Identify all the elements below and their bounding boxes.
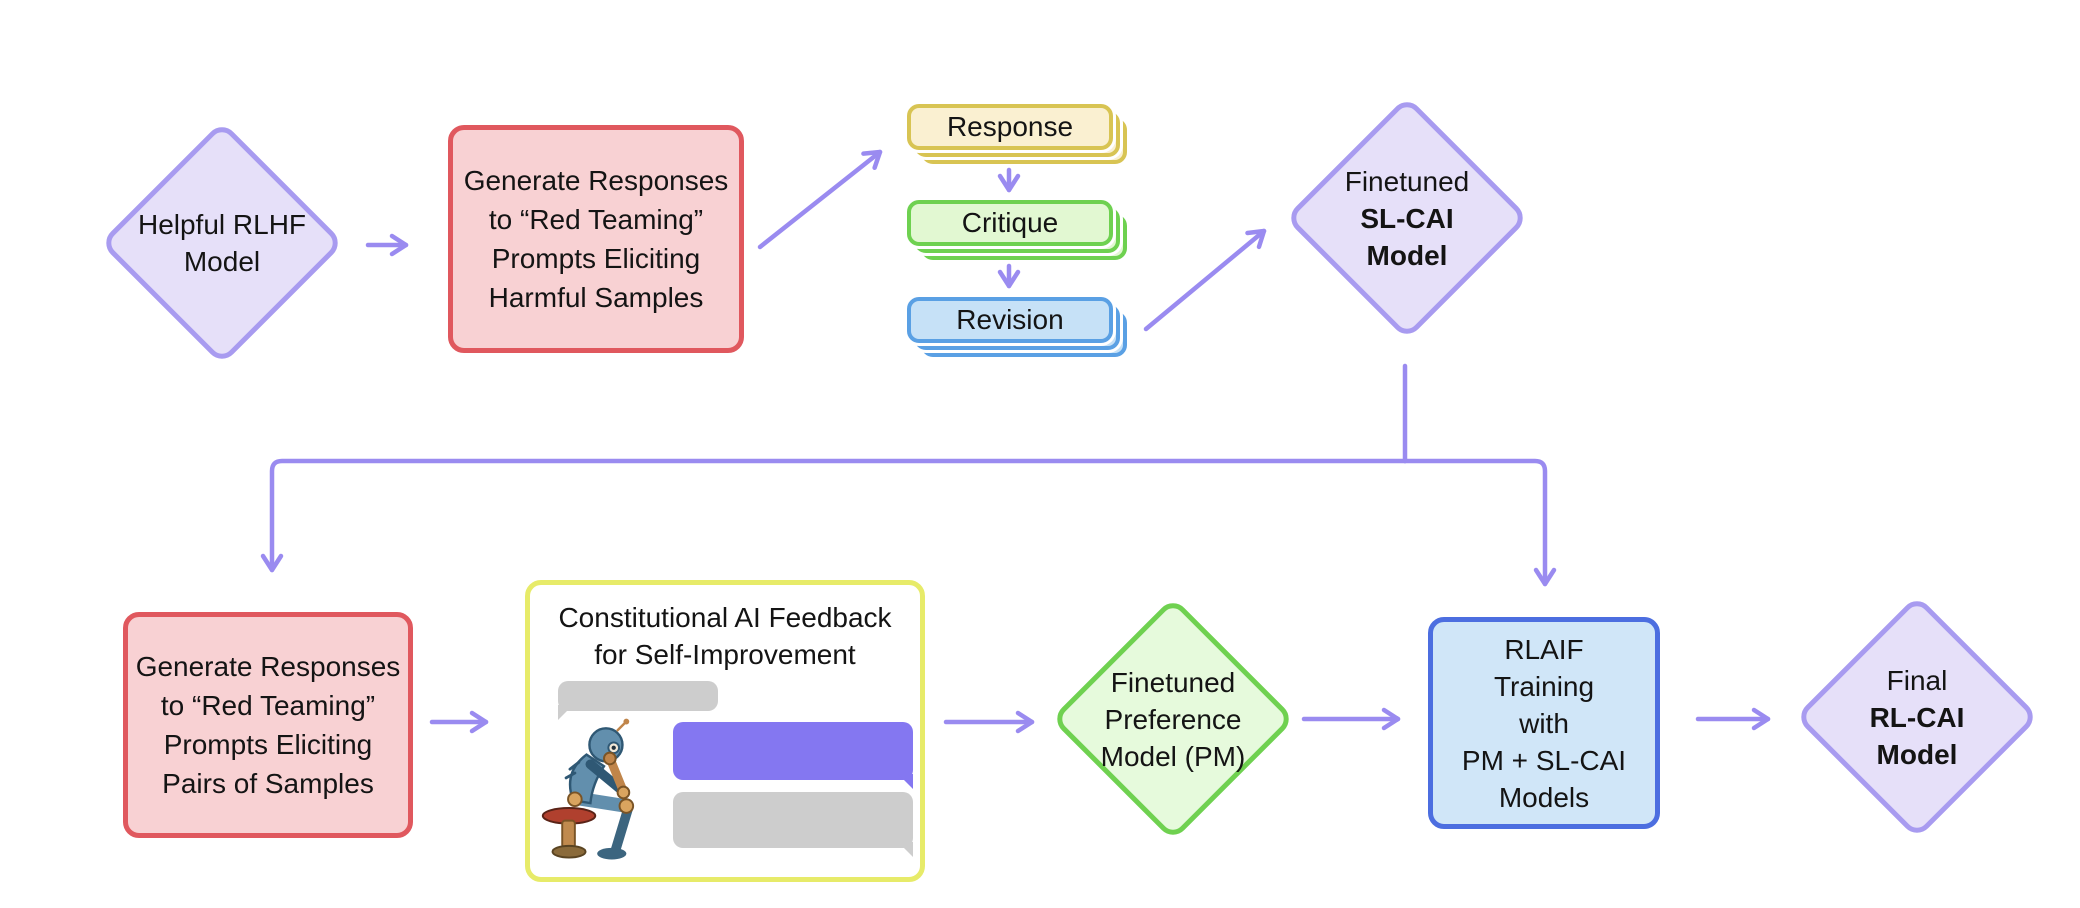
revision-card-label: Revision bbox=[956, 304, 1064, 335]
response-card-stack: Response bbox=[907, 104, 1131, 168]
chat-bubble-feedback-purple bbox=[673, 722, 913, 780]
generate-pairs-of-samples-box: Generate Responses to “Red Teaming” Prom… bbox=[123, 612, 413, 838]
chat-bubble-revision-gray bbox=[673, 792, 913, 848]
generate-harmful-samples-box: Generate Responses to “Red Teaming” Prom… bbox=[448, 125, 744, 353]
label-line: Prompts Eliciting bbox=[491, 243, 701, 274]
label-line: RL-CAI bbox=[1869, 701, 1965, 733]
label-line: RLAIF bbox=[1504, 633, 1584, 665]
revision-card: Revision bbox=[907, 297, 1113, 343]
critique-card-label: Critique bbox=[961, 207, 1059, 238]
revision-card-stack: Revision bbox=[907, 297, 1131, 361]
critique-card: Critique bbox=[907, 200, 1113, 246]
sl-cai-model-label: Finetuned SL-CAI Model bbox=[1291, 102, 1523, 334]
preference-model-diamond: Finetuned Preference Model (PM) bbox=[1050, 596, 1296, 842]
preference-model-label: Finetuned Preference Model (PM) bbox=[1057, 603, 1289, 835]
label-line: Pairs of Samples bbox=[162, 768, 374, 799]
label-line: Harmful Samples bbox=[488, 282, 704, 313]
label-line: SL-CAI bbox=[1360, 202, 1454, 234]
helpful-rlhf-model-label: Helpful RLHF Model bbox=[106, 127, 338, 359]
branch-arrow-left-to-generate-pairs bbox=[260, 458, 1408, 573]
sl-cai-model-diamond: Finetuned SL-CAI Model bbox=[1284, 95, 1530, 341]
label-line: Generate Responses bbox=[463, 165, 729, 196]
label-line: to “Red Teaming” bbox=[488, 204, 704, 235]
label-line: to “Red Teaming” bbox=[160, 690, 376, 721]
arrow-generate-to-response bbox=[757, 149, 883, 250]
chat-bubble-prompt-gray bbox=[558, 681, 718, 711]
label-line: Preference bbox=[1104, 703, 1242, 735]
arrow-revision-to-slcai bbox=[1143, 228, 1267, 332]
label-line: Model bbox=[183, 246, 261, 277]
thinker-robot-illustration bbox=[541, 718, 635, 860]
final-rl-cai-model-diamond: Final RL-CAI Model bbox=[1794, 594, 2040, 840]
label-line: Helpful RLHF bbox=[137, 209, 307, 240]
label-line: for Self-Improvement bbox=[594, 639, 856, 670]
label-line: Model bbox=[1366, 239, 1448, 271]
rlaif-training-box: RLAIF Training with PM + SL-CAI Models bbox=[1428, 617, 1660, 829]
cai-feedback-title: Constitutional AI Feedback for Self-Impr… bbox=[530, 599, 920, 673]
cai-feedback-box: Constitutional AI Feedback for Self-Impr… bbox=[525, 580, 925, 882]
response-card-label: Response bbox=[946, 111, 1074, 142]
label-line: Constitutional AI Feedback bbox=[558, 602, 892, 633]
label-line: Prompts Eliciting bbox=[163, 729, 373, 760]
final-rl-cai-model-label: Final RL-CAI Model bbox=[1801, 601, 2033, 833]
label-line: Finetuned bbox=[1344, 165, 1470, 197]
helpful-rlhf-model-diamond: Helpful RLHF Model bbox=[99, 120, 345, 366]
branch-arrow-right-to-rlaif bbox=[1402, 458, 1557, 587]
label-line: PM + SL-CAI bbox=[1461, 744, 1627, 776]
label-line: Model (PM) bbox=[1100, 740, 1246, 772]
response-card: Response bbox=[907, 104, 1113, 150]
label-line: Generate Responses bbox=[135, 651, 401, 682]
label-line: Model bbox=[1876, 738, 1958, 770]
label-line: Final bbox=[1886, 664, 1948, 696]
label-line: Training bbox=[1493, 670, 1595, 702]
label-line: Finetuned bbox=[1110, 666, 1236, 698]
label-line: with bbox=[1519, 707, 1569, 739]
critique-card-stack: Critique bbox=[907, 200, 1131, 264]
label-line: Models bbox=[1498, 781, 1590, 813]
